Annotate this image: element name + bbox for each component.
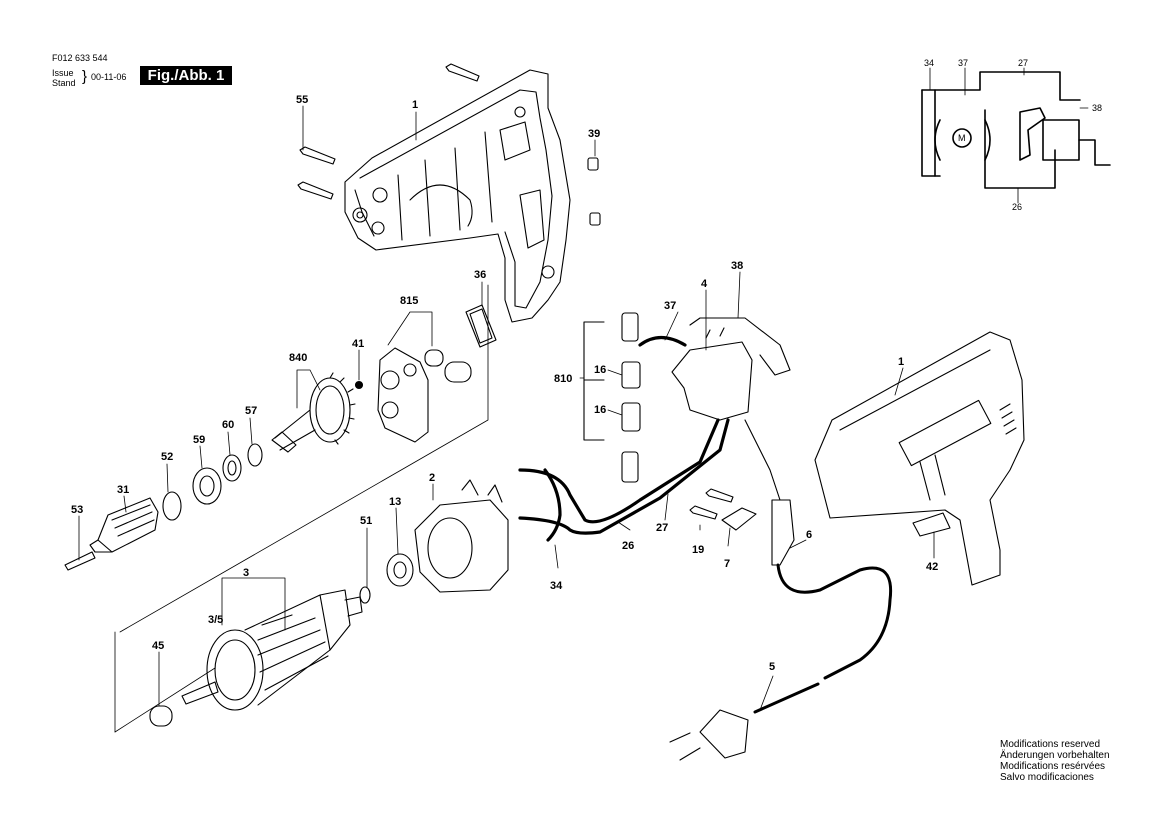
sleeve-45 bbox=[149, 705, 173, 727]
bearing-13 bbox=[386, 553, 414, 587]
issue-date: 00-11-06 bbox=[91, 72, 127, 82]
label-27: 27 bbox=[656, 522, 668, 534]
screws-19 bbox=[689, 488, 734, 520]
ball-41 bbox=[354, 380, 364, 390]
stand-label: Stand bbox=[52, 78, 76, 88]
note-en: Modifications reserved bbox=[1000, 739, 1101, 750]
label-55: 55 bbox=[296, 94, 308, 106]
assembled-drill bbox=[814, 331, 1025, 586]
modification-notes: Modifications reserved Änderungen vorbeh… bbox=[1000, 739, 1110, 783]
label-60: 60 bbox=[222, 419, 234, 431]
washer-51 bbox=[359, 586, 371, 604]
label-34: 34 bbox=[550, 580, 563, 592]
screw-53 bbox=[64, 551, 96, 571]
label-31: 31 bbox=[117, 484, 129, 496]
bearing-support bbox=[377, 347, 472, 443]
label-38: 38 bbox=[731, 260, 743, 272]
clamp-7 bbox=[721, 507, 757, 531]
label-37: 37 bbox=[664, 300, 676, 312]
label-57: 57 bbox=[245, 405, 257, 417]
label-52: 52 bbox=[161, 451, 173, 463]
label-19: 19 bbox=[692, 544, 704, 556]
wiring-diagram bbox=[921, 71, 1111, 189]
label-41: 41 bbox=[352, 338, 364, 350]
label-5: 5 bbox=[769, 661, 775, 673]
label-13: 13 bbox=[389, 496, 401, 508]
label-59: 59 bbox=[193, 434, 205, 446]
label-1-drill: 1 bbox=[898, 356, 904, 368]
label-6: 6 bbox=[806, 529, 812, 541]
label-45: 45 bbox=[152, 640, 164, 652]
label-840: 840 bbox=[289, 352, 307, 364]
label-3-5: 3/5 bbox=[208, 614, 223, 626]
cord-and-sleeve bbox=[744, 419, 893, 714]
part-number: F012 633 544 bbox=[52, 53, 108, 63]
label-815: 815 bbox=[400, 295, 418, 307]
label-36: 36 bbox=[474, 269, 486, 281]
label-39: 39 bbox=[588, 128, 600, 140]
label-26: 26 bbox=[622, 540, 634, 552]
label-16-b: 16 bbox=[594, 404, 606, 416]
switch-4 bbox=[671, 317, 791, 421]
wiring-label-26: 26 bbox=[1012, 202, 1022, 212]
issue-label: Issue bbox=[52, 68, 74, 78]
wiring-label-27: 27 bbox=[1018, 58, 1028, 68]
wiring-label-38: 38 bbox=[1092, 103, 1102, 113]
armature-3 bbox=[181, 589, 363, 711]
note-de: Änderungen vorbehalten bbox=[1000, 750, 1110, 761]
label-2: 2 bbox=[429, 472, 435, 484]
label-51: 51 bbox=[360, 515, 372, 527]
chuck-31 bbox=[89, 497, 159, 553]
label-53: 53 bbox=[71, 504, 83, 516]
rings bbox=[162, 443, 263, 521]
wiring-motor-label: M bbox=[958, 133, 966, 143]
callouts bbox=[78, 67, 1089, 711]
note-es: Salvo modificaciones bbox=[1000, 772, 1094, 783]
pin-39 bbox=[587, 157, 601, 226]
housing-half bbox=[344, 69, 571, 323]
housing-screws bbox=[297, 63, 480, 200]
label-7: 7 bbox=[724, 558, 730, 570]
gear-840 bbox=[271, 372, 356, 453]
label-16-a: 16 bbox=[594, 364, 606, 376]
label-4: 4 bbox=[701, 278, 708, 290]
wiring-label-34: 34 bbox=[924, 58, 934, 68]
figure-label: Fig./Abb. 1 bbox=[140, 66, 232, 85]
note-fr: Modifications resérvées bbox=[1000, 761, 1106, 772]
plate-36 bbox=[465, 304, 497, 348]
wires bbox=[518, 335, 730, 542]
wiring-label-37: 37 bbox=[958, 58, 968, 68]
header-brace: } bbox=[82, 68, 88, 85]
label-3: 3 bbox=[243, 567, 249, 579]
label-810: 810 bbox=[554, 373, 572, 385]
plug-5 bbox=[669, 709, 749, 761]
brush-set bbox=[583, 312, 641, 483]
label-1-housing: 1 bbox=[412, 99, 418, 111]
field-2 bbox=[414, 479, 509, 593]
assembly-lines bbox=[114, 284, 489, 733]
label-42: 42 bbox=[926, 561, 938, 573]
